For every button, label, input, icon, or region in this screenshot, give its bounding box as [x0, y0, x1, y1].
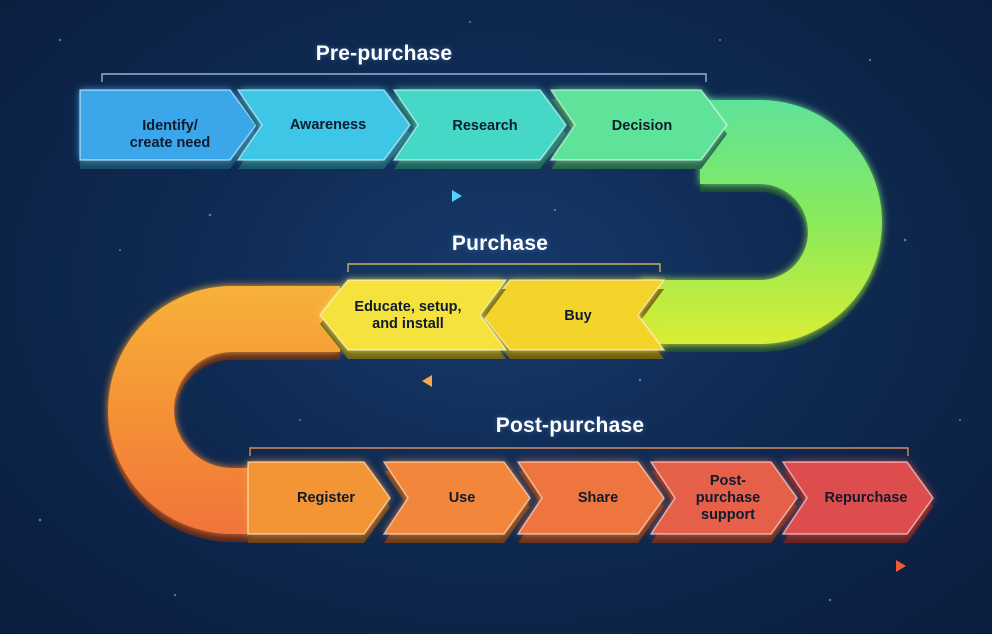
chevron-research [392, 89, 567, 169]
step-buy-label: Buy [564, 307, 592, 324]
step-research-label: Research [452, 117, 518, 134]
direction-arrow-right-bottom [560, 560, 906, 572]
chevron-educate [319, 279, 508, 359]
background-sparkles [38, 21, 961, 602]
step-educate-label: Educate, setup, and install [354, 299, 462, 332]
chevron-awareness [236, 89, 411, 169]
chevron-decision [549, 89, 728, 169]
step-support-label: Post- purchase support [695, 472, 761, 523]
step-identify-label: Identify/ create need [129, 118, 211, 151]
step-decision-label: Decision [611, 117, 673, 134]
chevron-register [247, 461, 391, 543]
chevron-use [382, 461, 531, 543]
chevron-steps [79, 89, 934, 543]
direction-arrow-right-top [150, 190, 462, 202]
pre-purchase-bracket [101, 73, 707, 82]
chevron-buy [481, 279, 666, 359]
stage-label-post-purchase: Post-purchase [495, 414, 645, 437]
step-share-label: Share [577, 489, 619, 506]
step-repurchase-label: Repurchase [824, 489, 908, 506]
chevron-repurchase [781, 461, 934, 543]
stage-label-pre-purchase: Pre-purchase [315, 42, 453, 65]
chevron-identify [79, 89, 257, 169]
stage-label-purchase: Purchase [451, 232, 549, 255]
step-register-label: Register [296, 489, 356, 506]
purchase-bracket [347, 263, 661, 272]
step-use-label: Use [448, 489, 476, 506]
chevron-support [649, 461, 798, 543]
chevron-share [516, 461, 665, 543]
post-purchase-bracket [249, 447, 909, 456]
step-awareness-label: Awareness [289, 116, 367, 133]
direction-arrow-left-middle [422, 375, 700, 387]
